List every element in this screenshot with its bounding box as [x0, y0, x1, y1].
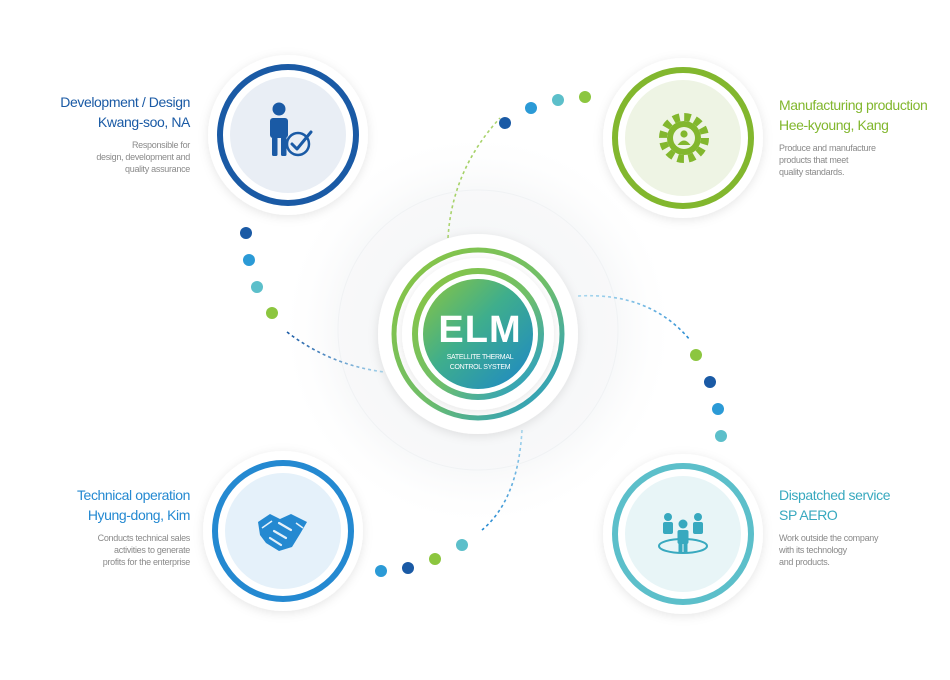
- trail-dot: [266, 307, 278, 319]
- trail-dot: [579, 91, 591, 103]
- dot-trail-top: [499, 91, 591, 129]
- node-technical: [203, 451, 363, 611]
- node-technical-ring: [212, 460, 354, 602]
- trail-dot: [712, 403, 724, 415]
- role-design: Development / Design Kwang-soo, NA Respo…: [0, 92, 190, 175]
- trail-dot: [715, 430, 727, 442]
- connector-top: [447, 117, 501, 239]
- role-manufacturing-name: Hee-kyoung, Kang: [779, 117, 889, 133]
- dot-trail-right: [690, 349, 727, 442]
- center-halo-ring: [337, 189, 619, 471]
- role-design-name: Kwang-soo, NA: [97, 114, 190, 130]
- role-service-title: Dispatched service: [779, 487, 891, 503]
- node-design: [208, 55, 368, 215]
- trail-dot: [552, 94, 564, 106]
- node-manufacturing-ring: [612, 67, 754, 209]
- hub-middle-ring: [412, 268, 544, 400]
- node-design-ring: [217, 64, 359, 206]
- role-service: Dispatched service SP AERO Work outside …: [779, 485, 949, 568]
- dot-trail-bottom: [375, 539, 468, 577]
- trail-dot: [525, 102, 537, 114]
- trail-dot: [499, 117, 511, 129]
- node-manufacturing: [603, 58, 763, 218]
- center-subtitle-line1: SATELLITE THERMAL: [446, 354, 514, 361]
- role-design-description: Responsible for design, development and …: [96, 140, 190, 174]
- node-service: [603, 454, 763, 614]
- gear-person-icon: [659, 113, 709, 163]
- team-icon: [658, 513, 708, 554]
- role-technical-name: Hyung-dong, Kim: [87, 507, 191, 523]
- role-technical-title: Technical operation: [76, 487, 190, 503]
- hub-outer-ring: [391, 247, 565, 421]
- person-check-icon: [270, 102, 313, 157]
- trail-dot: [240, 227, 252, 239]
- center-title: ELM: [438, 309, 522, 351]
- role-service-description: Work outside the company with its techno…: [779, 533, 879, 567]
- center-hub: [378, 234, 578, 434]
- role-technical: Technical operation Hyung-dong, Kim Cond…: [0, 485, 190, 568]
- trail-dot: [402, 562, 414, 574]
- role-service-name: SP AERO: [779, 507, 838, 523]
- trail-dot: [690, 349, 702, 361]
- dot-trail-left: [240, 227, 278, 319]
- hub-core: [423, 279, 533, 389]
- center-subtitle-line2: CONTROL SYSTEM: [449, 364, 511, 371]
- role-manufacturing-title: Manufacturing production: [779, 97, 928, 113]
- connector-bottom: [481, 429, 523, 531]
- role-manufacturing: Manufacturing production Hee-kyoung, Kan…: [779, 95, 949, 178]
- trail-dot: [429, 553, 441, 565]
- trail-dot: [456, 539, 468, 551]
- node-service-ring: [612, 463, 754, 605]
- trail-dot: [704, 376, 716, 388]
- role-technical-description: Conducts technical sales activities to g…: [97, 533, 191, 567]
- trail-dot: [375, 565, 387, 577]
- role-design-title: Development / Design: [60, 94, 190, 110]
- trail-dot: [251, 281, 263, 293]
- handshake-icon: [258, 514, 307, 551]
- trail-dot: [243, 254, 255, 266]
- role-manufacturing-description: Produce and manufacture products that me…: [779, 143, 876, 177]
